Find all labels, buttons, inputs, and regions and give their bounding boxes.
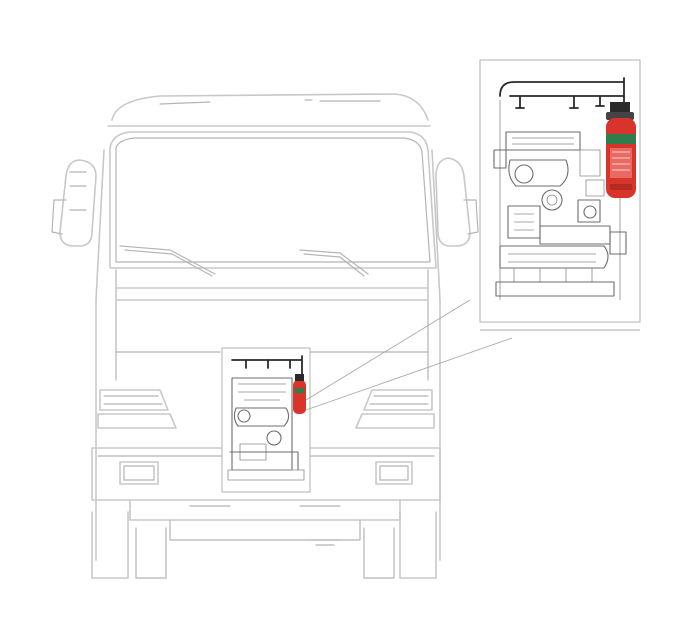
fire-extinguisher-cylinder-icon <box>293 374 306 414</box>
zoomed-engine-detail <box>479 59 641 323</box>
callout-lines <box>305 299 640 411</box>
discharge-nozzle-icon <box>515 95 605 109</box>
engine-compartment-inset <box>221 347 311 493</box>
fire-extinguisher-cylinder-icon <box>606 102 636 198</box>
truck-outline <box>51 93 479 579</box>
